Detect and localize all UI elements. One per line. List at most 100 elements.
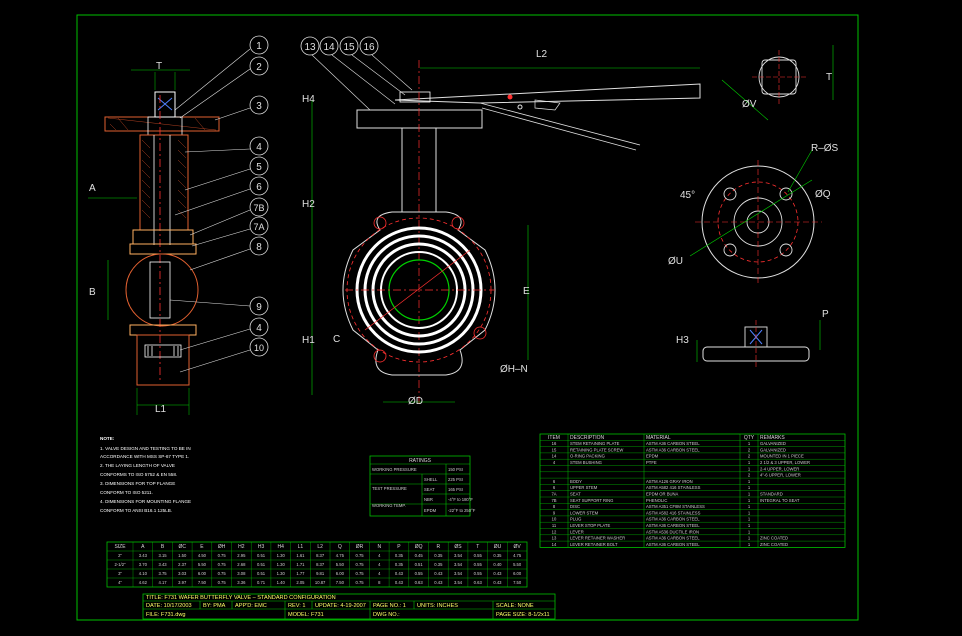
balloon-13: 13 [300, 36, 371, 111]
dim-H-N: ØH–N [500, 364, 528, 375]
dim-table-cell: 0.75 [218, 562, 227, 567]
title-block-units: UNITS: INCHES [417, 603, 458, 609]
dim-table-cell: 4 [378, 562, 381, 567]
balloon-4a: 4 [184, 136, 269, 156]
bom-cell: 1 [748, 542, 751, 547]
dim-table-cell: 4.62 [139, 580, 148, 585]
dim-table-cell: 8.37 [316, 562, 325, 567]
dim-table-cell: 4 [378, 571, 381, 576]
bom-cell: 9 [553, 510, 556, 515]
dim-table-cell: 2.68 [237, 562, 246, 567]
front-view: 13 14 15 16 L2 H4 H2 [300, 36, 701, 407]
dim-table-cell: 4" [118, 580, 122, 585]
dim-table-header-cell: ØV [514, 544, 522, 550]
bom-cell: 8 [553, 504, 556, 509]
dim-table-cell: 4.17 [158, 580, 167, 585]
dim-table-cell: 2.05 [296, 580, 305, 585]
dim-E: E [523, 286, 530, 297]
bom-cell: PHENOLIC [646, 498, 667, 503]
bom-cell: ASTM A36 CARBON STEEL [646, 447, 700, 452]
balloon-10: 10 [179, 337, 269, 373]
bom-header-cell: ITEM [548, 435, 560, 441]
dim-table-cell: 3.70 [139, 562, 148, 567]
bom-cell: 1 [748, 485, 751, 490]
ratings-cell: SEAT [424, 487, 435, 492]
dim-table-cell: 0.75 [355, 571, 364, 576]
title-block-title: TITLE: F731 WAFER BUTTERFLY VALVE – STAN… [146, 595, 336, 601]
note-line: 4. DIMENSIONS FOR MOUNTING FLANGE [100, 499, 191, 504]
bom-cell: 1 [748, 517, 751, 522]
dim-table-cell: 3.54 [454, 580, 463, 585]
balloon-2: 2 [179, 56, 269, 119]
dim-table-header-cell: P [397, 544, 401, 550]
dim-table-cell: 0.40 [493, 562, 502, 567]
general-notes: NOTE: 1. VALVE DESIGN AND TESTING TO BE … [100, 436, 191, 513]
stem-detail: T ØV [721, 45, 834, 121]
dim-table-cell: 3.43 [158, 562, 167, 567]
dim-table-cell: 0.75 [218, 571, 227, 576]
dim-table-cell: 0.51 [415, 562, 424, 567]
bom-cell: ASTM A36 CARBON STEEL [646, 517, 700, 522]
bom-cell: 10 [552, 517, 557, 522]
balloon-callouts-left: 1 2 3 4 5 6 7B 7A 8 9 4 10 [169, 35, 269, 373]
dim-table-cell: 3.97 [178, 580, 187, 585]
bom-cell: 15 [552, 447, 557, 452]
bom-cell: LEVER RETAINER BOLT [570, 542, 618, 547]
bom-cell: GALVANIZED [760, 441, 786, 446]
ratings-header: RATINGS [409, 458, 432, 464]
bom-header-cell: MATERIAL [646, 435, 671, 441]
dim-table-cell: 0.43 [395, 580, 404, 585]
dim-table-cell: 0.75 [355, 580, 364, 585]
dim-table-cell: 1.50 [178, 553, 187, 558]
dim-table-header-cell: ØQ [415, 544, 423, 550]
dim-table-cell: 0.55 [474, 562, 483, 567]
dim-table-cell: 4.75 [513, 553, 522, 558]
note-line: ACCORDANCE WITH MSS SP-67 TYPE 1. [100, 454, 189, 459]
bom-header-cell: DESCRIPTION [570, 435, 605, 441]
dim-table-cell: 2" [118, 553, 122, 558]
dim-table-cell: 1.30 [277, 571, 286, 576]
bom-cell: PLUG [570, 517, 581, 522]
svg-text:13: 13 [304, 42, 316, 53]
bom-cell: 1 [748, 529, 751, 534]
dim-table-cell: 5.50 [198, 562, 207, 567]
dim-table-header-cell: ØC [179, 544, 187, 550]
bom-cell: 13 [552, 536, 557, 541]
svg-text:5: 5 [256, 162, 262, 173]
ratings-cell: -22°F to 250°F [448, 508, 476, 513]
dim-table-header-cell: R [437, 544, 441, 550]
dim-table-cell: 8.37 [316, 553, 325, 558]
balloon-15: 15 [339, 36, 406, 96]
bom-cell: 1 [748, 466, 751, 471]
bom-cell: 1 [748, 536, 751, 541]
dim-table-cell: 0.75 [218, 580, 227, 585]
bom-cell: MOUNTED IN 1 PIECE [760, 454, 804, 459]
bom-cell: UPPER STEM [570, 485, 598, 490]
dim-table-header-cell: H2 [238, 544, 245, 550]
bom-cell: O-RING PACKING [570, 454, 605, 459]
dim-table-cell: 1.30 [277, 562, 286, 567]
dim-table-cell: 3.15 [158, 553, 167, 558]
bom-cell: 1 [748, 523, 751, 528]
svg-text:7B: 7B [253, 203, 264, 213]
ratings-cell: 225 PSI [448, 477, 463, 482]
ratings-cell: NBR [424, 497, 433, 502]
bom-cell: GALVANIZED [760, 447, 786, 452]
svg-text:3: 3 [256, 101, 262, 112]
dim-L1: L1 [155, 404, 167, 415]
balloon-4b: 4 [179, 317, 269, 351]
dim-table-header-cell: N [377, 544, 381, 550]
bom-cell: 2 [748, 454, 751, 459]
svg-text:1: 1 [256, 41, 262, 52]
dim-table-cell: 1.30 [277, 553, 286, 558]
bom-cell: LEVER RETAINER WASHER [570, 536, 625, 541]
dim-table-header-cell: ØH [218, 544, 226, 550]
bom-cell: 1 [748, 441, 751, 446]
dim-table-cell: 5.50 [513, 562, 522, 567]
bom-cell: PTFE [646, 460, 657, 465]
bom-cell: 16 [552, 441, 557, 446]
bom-header-cell: QTY [744, 435, 755, 441]
dim-table-cell: 0.63 [415, 580, 424, 585]
svg-text:4: 4 [256, 323, 262, 334]
